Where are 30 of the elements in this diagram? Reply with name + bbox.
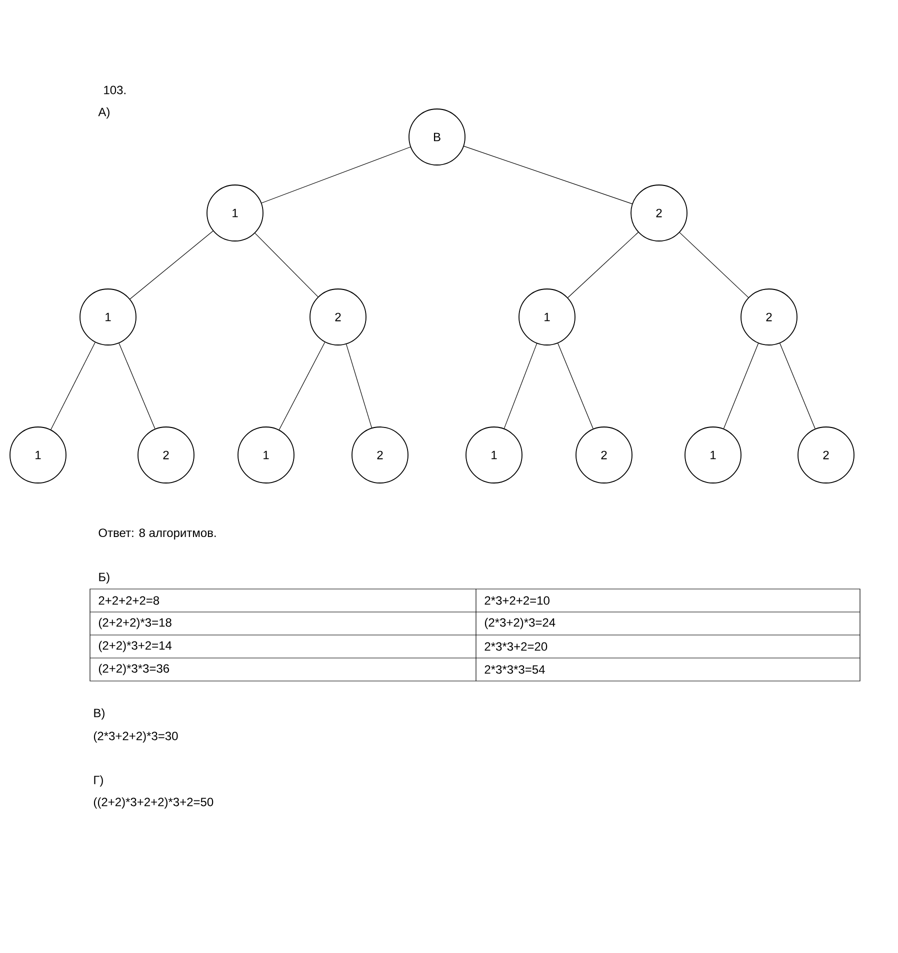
- tree-edge: [568, 232, 638, 298]
- tree-edge: [50, 342, 96, 430]
- answer-text: Ответ: 8 алгоритмов.: [98, 528, 216, 540]
- table-cell: 2*3+2+2=10: [484, 596, 550, 605]
- table-cell: (2+2)*3*3=36: [98, 664, 170, 676]
- tree-edge: [130, 230, 214, 300]
- tree-edge: [346, 344, 372, 428]
- table-cell: (2+2)*3+2=14: [98, 640, 172, 652]
- part-label: В): [94, 708, 104, 720]
- table-cell: (2+2+2)*3=18: [98, 618, 172, 630]
- part-label: Б): [99, 572, 110, 584]
- tree-edge: [254, 232, 318, 298]
- problem-number: 103.: [104, 86, 126, 94]
- expression-text: ((2+2)*3+2+2)*3+2=50: [94, 797, 214, 809]
- tree-edge: [261, 146, 411, 204]
- tree-edge: [558, 343, 594, 429]
- tree-edge: [723, 343, 759, 429]
- table-cell: 2*3*3*3=54: [484, 665, 545, 674]
- part-label: Г): [94, 775, 103, 787]
- tree-edge: [278, 342, 326, 430]
- tree-edge: [780, 343, 816, 429]
- table-cell: 2*3*3+2=20: [484, 642, 548, 651]
- tree-edge: [504, 343, 538, 429]
- tree-edge: [464, 146, 632, 204]
- expression-text: (2*3+2+2)*3=30: [94, 731, 178, 743]
- table-cell: (2*3+2)*3=24: [484, 618, 556, 630]
- part-label: А): [98, 107, 110, 119]
- tree-edge: [679, 232, 749, 298]
- tree-edge: [118, 342, 156, 430]
- table-cell: 2+2+2+2=8: [98, 596, 160, 605]
